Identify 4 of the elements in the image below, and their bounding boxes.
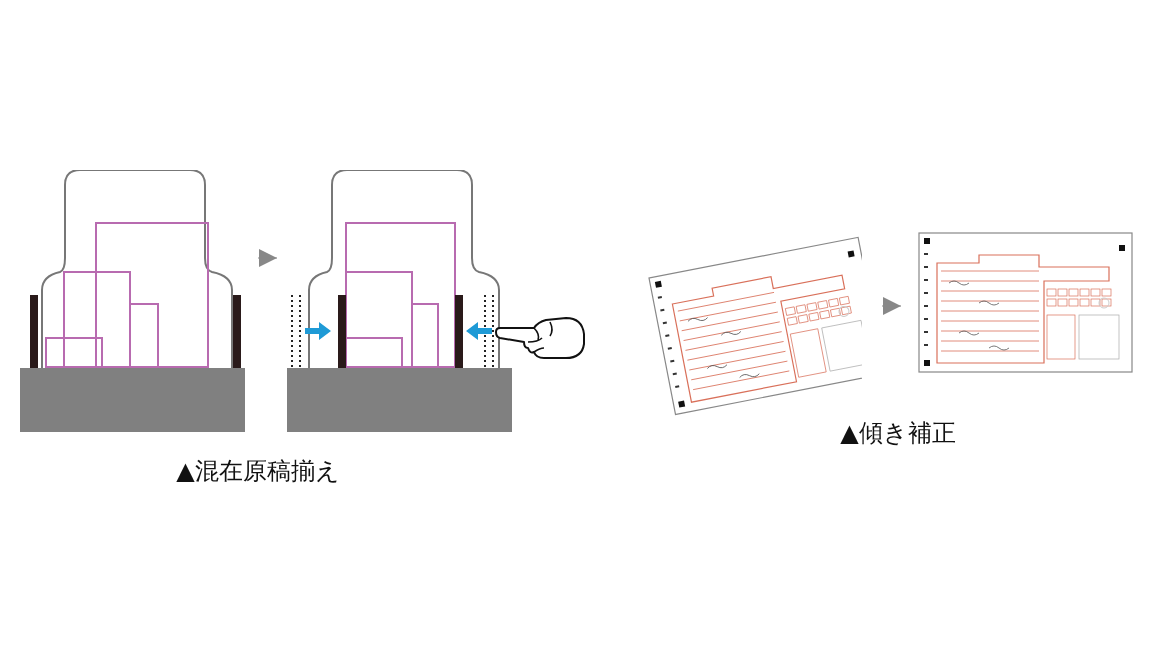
caption: ▲混在原稿揃え	[176, 456, 340, 487]
arrow	[257, 249, 278, 267]
arrow	[881, 297, 902, 315]
caption: ▲傾き補正	[840, 418, 956, 449]
